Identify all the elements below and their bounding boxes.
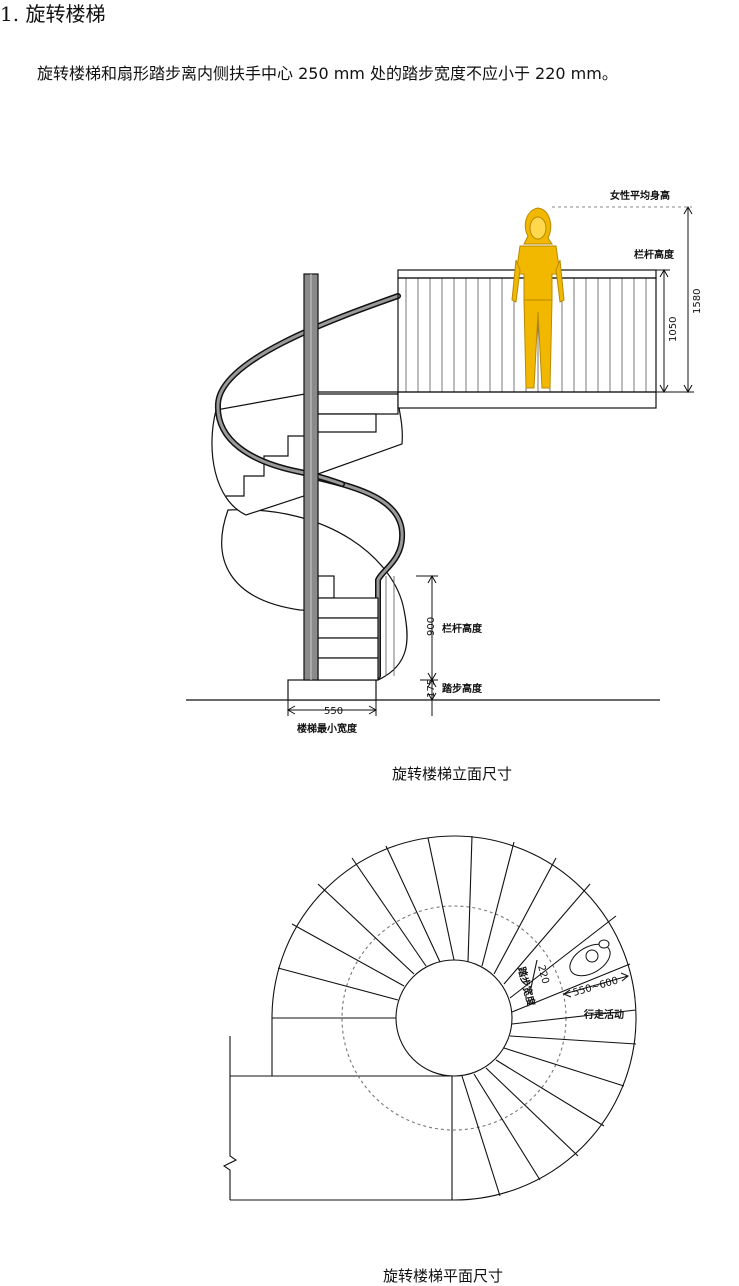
label-railing-height-top: 栏杆高度 <box>634 248 675 261</box>
dim-220: 220 <box>535 964 551 985</box>
wall-break <box>222 1036 238 1200</box>
dim-1050: 1050 <box>668 317 679 342</box>
plan-view <box>222 835 637 1201</box>
dim-1580: 1580 <box>692 289 703 314</box>
core-circle <box>395 959 513 1077</box>
dim-900: 900 <box>426 617 437 636</box>
label-female-height: 女性平均身高 <box>610 189 670 202</box>
base-block <box>287 679 377 701</box>
plan-landing <box>230 1075 453 1201</box>
elevation-dimensions <box>286 205 694 716</box>
person-topview-icon <box>569 939 611 977</box>
dim-550-600: 550~600 <box>572 975 620 998</box>
label-min-width: 楼梯最小宽度 <box>297 722 358 735</box>
dim-175: 175 <box>426 679 437 698</box>
landing-slab <box>397 391 657 409</box>
label-railing-height-bottom: 栏杆高度 <box>442 622 483 635</box>
lower-steps <box>317 575 379 681</box>
label-step-height: 踏步高度 <box>442 682 483 695</box>
plan-caption: 旋转楼梯平面尺寸 <box>383 1267 504 1285</box>
elevation-view <box>186 269 660 701</box>
page-heading: 1. 旋转楼梯 <box>0 2 106 26</box>
dim-550: 550 <box>324 706 343 717</box>
outer-circle <box>271 835 637 1201</box>
intro-text: 旋转楼梯和扇形踏步离内侧扶手中心 250 mm 处的踏步宽度不应小于 220 m… <box>37 64 618 83</box>
woman-figure-icon <box>511 207 565 389</box>
elevation-caption: 旋转楼梯立面尺寸 <box>392 765 513 783</box>
label-walking: 行走活动 <box>583 1008 624 1021</box>
tread-lines <box>272 835 637 1197</box>
